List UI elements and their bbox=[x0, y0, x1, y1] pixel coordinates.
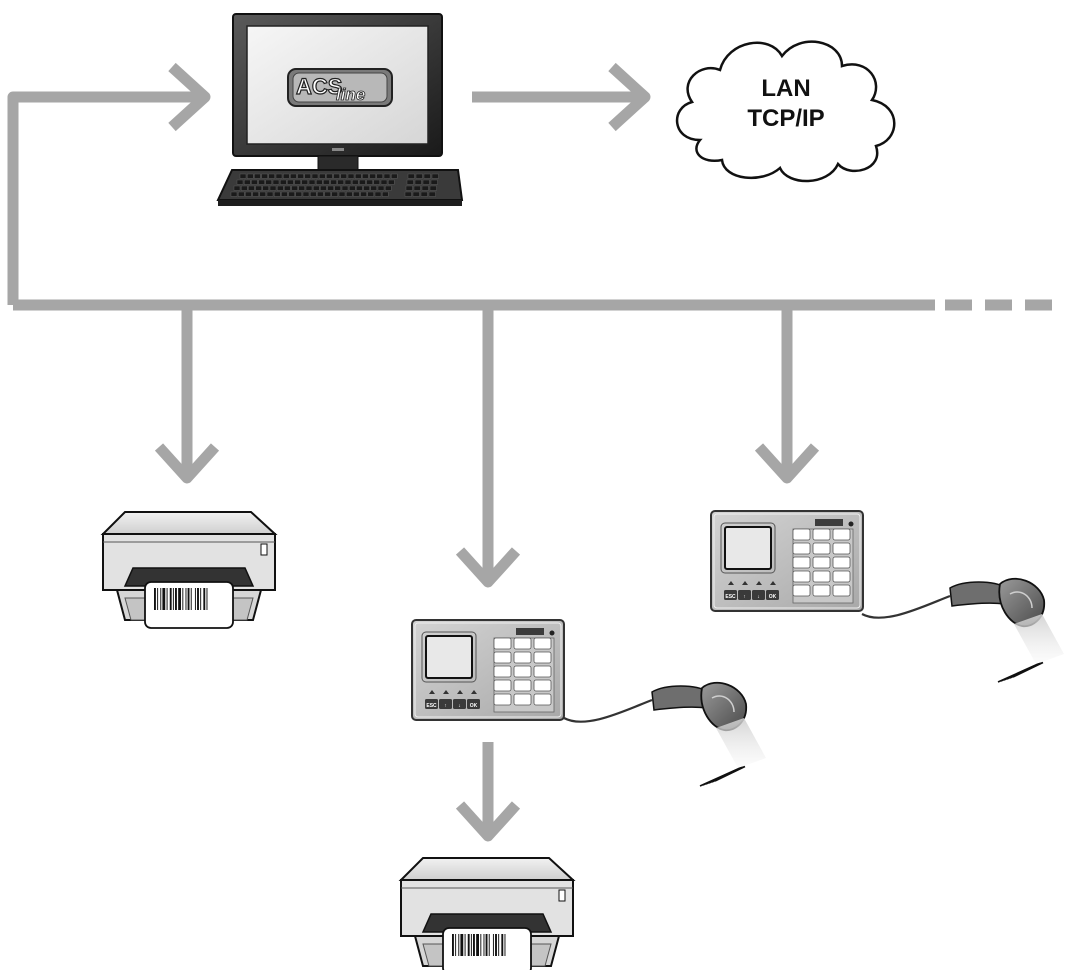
printer-1-arrow-head bbox=[154, 443, 220, 484]
scanner-2-barcode bbox=[997, 661, 1044, 683]
keyboard-keys bbox=[230, 173, 439, 197]
lan-arrow-head bbox=[608, 62, 651, 132]
connection-lines bbox=[7, 62, 1052, 842]
printer-2-barcode bbox=[452, 934, 506, 956]
terminal-2-esc-label: ESC bbox=[725, 594, 736, 600]
terminal-2-ok-label: OK bbox=[769, 594, 777, 600]
bus-to-computer-line bbox=[7, 91, 205, 305]
monitor-power-light bbox=[332, 148, 344, 151]
acs-logo: ACS line bbox=[287, 68, 393, 107]
printer-2 bbox=[400, 857, 574, 970]
terminal-1-keypad bbox=[493, 637, 552, 706]
computer: ACS line bbox=[216, 13, 464, 206]
printer-1 bbox=[102, 511, 276, 629]
terminal-2-down-label: ↓ bbox=[757, 594, 760, 600]
terminal-1-button-labels: ESC ↑ ↓ OK bbox=[426, 703, 477, 709]
terminal-1: ESC ↑ ↓ OK bbox=[411, 619, 565, 721]
scanner-1 bbox=[562, 681, 768, 787]
terminal-2-up-label: ↑ bbox=[743, 594, 746, 600]
printer-2-arrow-head bbox=[455, 801, 521, 842]
scanner-1-barcode bbox=[699, 765, 746, 787]
terminal-1-up-label: ↑ bbox=[444, 703, 447, 709]
keyboard-base bbox=[218, 200, 462, 206]
terminal-1-esc-label: ESC bbox=[426, 703, 437, 709]
acs-logo-main: ACS bbox=[296, 74, 342, 99]
acs-logo-sub: line bbox=[336, 85, 365, 104]
terminal-2-arrow-head bbox=[754, 443, 820, 484]
terminal-1-down-label: ↓ bbox=[458, 703, 461, 709]
terminal-1-arrow-head bbox=[455, 547, 521, 588]
monitor-stand bbox=[317, 155, 359, 171]
terminal-2-button-labels: ESC ↑ ↓ OK bbox=[725, 594, 776, 600]
cloud-shape bbox=[675, 40, 896, 183]
terminal-2: ESC ↑ ↓ OK bbox=[710, 510, 864, 612]
tcpip-label: TCP/IP bbox=[747, 105, 824, 132]
lan-label: LAN bbox=[761, 75, 810, 102]
computer-arrow-head bbox=[168, 62, 211, 132]
terminal-2-keypad bbox=[792, 528, 851, 597]
scanner-2 bbox=[860, 577, 1065, 683]
printer-1-barcode bbox=[154, 588, 208, 610]
lan-cloud: LAN TCP/IP bbox=[675, 40, 896, 183]
terminal-1-ok-label: OK bbox=[470, 703, 478, 709]
